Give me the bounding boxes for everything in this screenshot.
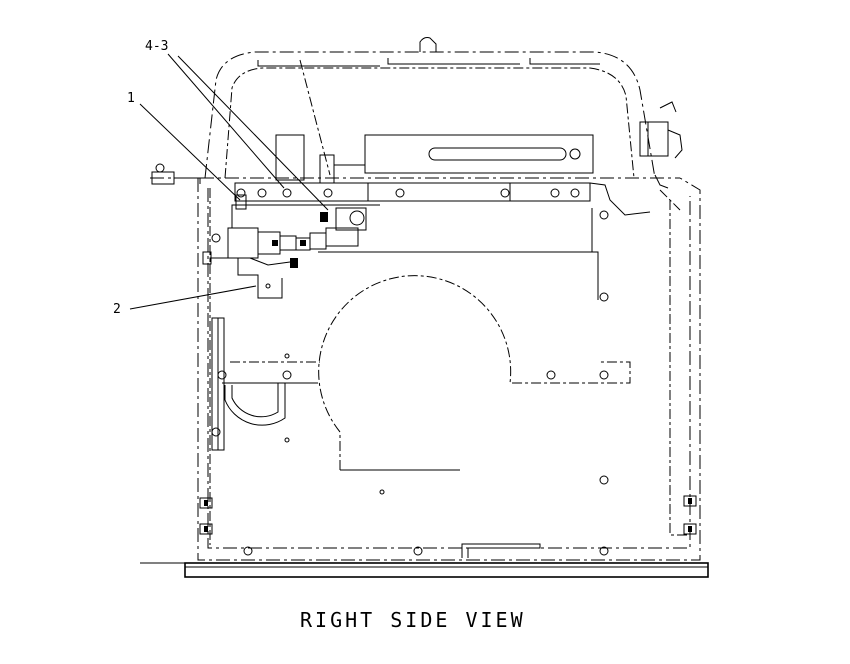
leader-4-3-a xyxy=(167,53,285,189)
right-channel xyxy=(318,208,697,556)
callout-4-3: 4-3 xyxy=(145,39,168,54)
view-caption: RIGHT SIDE VIEW xyxy=(300,608,526,632)
cross-member xyxy=(234,182,651,216)
frame-outline xyxy=(150,177,701,561)
leader-2 xyxy=(129,285,257,310)
fan-shroud xyxy=(222,275,631,471)
callout-1: 1 xyxy=(127,91,135,106)
left-channel xyxy=(199,233,225,535)
base-plate xyxy=(140,562,709,578)
lower-left-housing xyxy=(217,353,609,495)
leader-4-3-b xyxy=(177,55,329,211)
right-bracket xyxy=(639,101,683,211)
bottom-holes xyxy=(243,543,541,558)
valve-assembly xyxy=(202,194,367,299)
upper-rail xyxy=(275,134,594,184)
leader-1 xyxy=(139,103,241,201)
callout-2: 2 xyxy=(113,302,121,317)
top-hood xyxy=(204,37,656,179)
leader-lines xyxy=(129,53,329,310)
left-top-bracket xyxy=(151,163,201,185)
